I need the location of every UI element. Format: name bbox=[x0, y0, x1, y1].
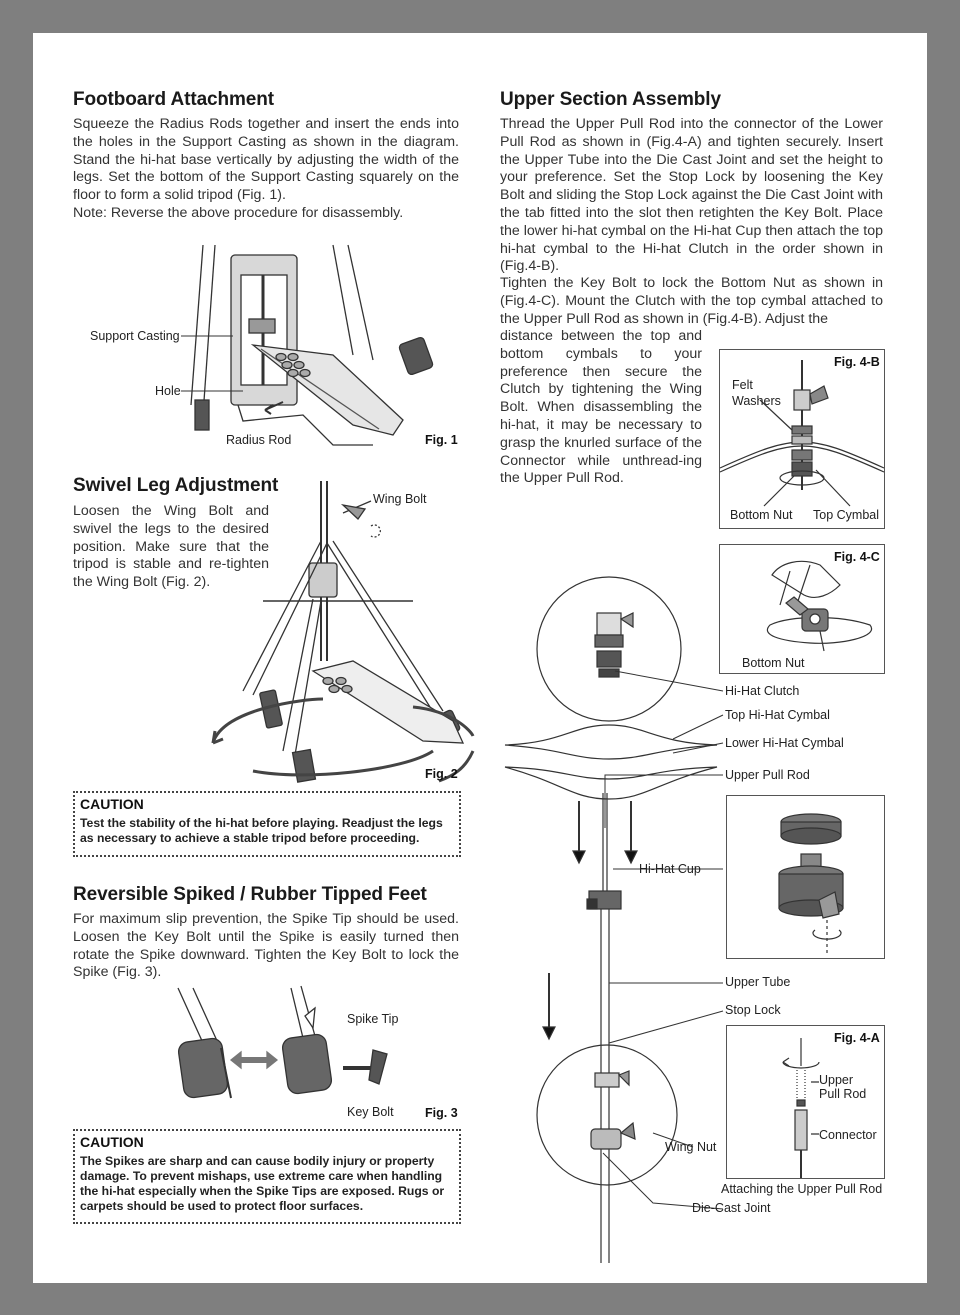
label-top-hihat-cymbal: Top Hi-Hat Cymbal bbox=[725, 708, 830, 722]
label-upper-pull-rod: Upper Pull Rod bbox=[725, 768, 810, 782]
label-washers: Washers bbox=[732, 394, 781, 408]
label-hole: Hole bbox=[155, 384, 181, 398]
label-upper: Upper bbox=[819, 1073, 854, 1087]
fig-4c-label: Fig. 4-C bbox=[834, 550, 880, 564]
label-top-cymbal-4b: Top Cymbal bbox=[813, 508, 879, 522]
assembly-leaders bbox=[602, 670, 724, 1210]
fig-4a-caption: Attaching the Upper Pull Rod bbox=[721, 1182, 883, 1196]
label-pull-rod: Pull Rod bbox=[819, 1087, 867, 1101]
feet-illustration bbox=[177, 985, 388, 1099]
fig-4b-illustration bbox=[719, 360, 885, 507]
feet-body: For maximum slip prevention, the Spike T… bbox=[73, 911, 459, 981]
fig-4b-label: Fig. 4-B bbox=[834, 355, 880, 369]
fig-4c-illustration bbox=[766, 560, 873, 652]
label-support-casting: Support Casting bbox=[90, 329, 180, 343]
fig-2-label: Fig. 2 bbox=[425, 767, 458, 781]
fig-4a-label: Fig. 4-A bbox=[834, 1031, 880, 1045]
feet-title: Reversible Spiked / Rubber Tipped Feet bbox=[73, 884, 427, 905]
fig-1-label: Fig. 1 bbox=[425, 433, 458, 447]
upper-body-3: distance between the top and bottom cymb… bbox=[500, 328, 702, 487]
swivel-illustration bbox=[211, 481, 475, 783]
swivel-body: Loosen the Wing Bolt and swivel the legs… bbox=[73, 503, 269, 591]
footboard-body: Squeeze the Radius Rods together and ins… bbox=[73, 116, 459, 204]
caution-title: CAUTION bbox=[80, 796, 144, 812]
fig-3-label: Fig. 3 bbox=[425, 1106, 458, 1120]
manual-page: Footboard Attachment Squeeze the Radius … bbox=[33, 33, 927, 1283]
label-wing-nut: Wing Nut bbox=[665, 1140, 717, 1154]
upper-body-2: Tighten the Key Bolt to lock the Bottom … bbox=[500, 275, 883, 327]
label-spike-tip: Spike Tip bbox=[347, 1012, 399, 1026]
upper-title: Upper Section Assembly bbox=[500, 89, 721, 110]
caution-box-spikes: CAUTION The Spikes are sharp and can cau… bbox=[73, 1129, 461, 1224]
hihat-cup-detail-box bbox=[726, 795, 885, 959]
label-bottom-nut-4b: Bottom Nut bbox=[730, 508, 793, 522]
caution-title: CAUTION bbox=[80, 1134, 144, 1150]
label-hihat-clutch: Hi-Hat Clutch bbox=[725, 684, 800, 698]
caution-body: Test the stability of the hi-hat before … bbox=[80, 816, 443, 845]
label-die-cast-joint: Die-Cast Joint bbox=[692, 1201, 771, 1215]
label-connector: Connector bbox=[819, 1128, 877, 1142]
footboard-title: Footboard Attachment bbox=[73, 89, 275, 110]
label-wing-bolt: Wing Bolt bbox=[373, 492, 427, 506]
label-stop-lock: Stop Lock bbox=[725, 1003, 781, 1017]
fig-4a-illustration bbox=[782, 1038, 820, 1178]
footboard-illustration bbox=[190, 244, 434, 446]
fig-4a-box: Fig. 4-A Upper Pull Rod Connector bbox=[726, 1025, 885, 1179]
caution-box-stability: CAUTION Test the stability of the hi-hat… bbox=[73, 791, 461, 857]
label-radius-rod: Radius Rod bbox=[226, 433, 292, 447]
leader-hole bbox=[181, 390, 243, 392]
leader-support-casting bbox=[181, 335, 233, 337]
label-lower-hihat-cymbal: Lower Hi-Hat Cymbal bbox=[725, 736, 844, 750]
label-felt: Felt bbox=[732, 378, 753, 392]
fig-4b-box: Fig. 4-B Felt Washers Bottom Nut Top Cym… bbox=[719, 349, 885, 529]
assembly-illustration bbox=[504, 576, 718, 1263]
label-key-bolt: Key Bolt bbox=[347, 1105, 394, 1119]
label-upper-tube: Upper Tube bbox=[725, 975, 791, 989]
hihat-cup-detail-illustration bbox=[778, 813, 844, 956]
footboard-note: Note: Reverse the above procedure for di… bbox=[73, 205, 404, 221]
caution-body: The Spikes are sharp and can cause bodil… bbox=[80, 1154, 445, 1213]
fig-4c-box: Fig. 4-C Bottom Nut bbox=[719, 544, 885, 674]
label-bottom-nut-4c: Bottom Nut bbox=[742, 656, 805, 670]
swivel-title: Swivel Leg Adjustment bbox=[73, 475, 279, 496]
upper-body-1: Thread the Upper Pull Rod into the conne… bbox=[500, 116, 883, 275]
label-hihat-cup: Hi-Hat Cup bbox=[639, 862, 701, 876]
